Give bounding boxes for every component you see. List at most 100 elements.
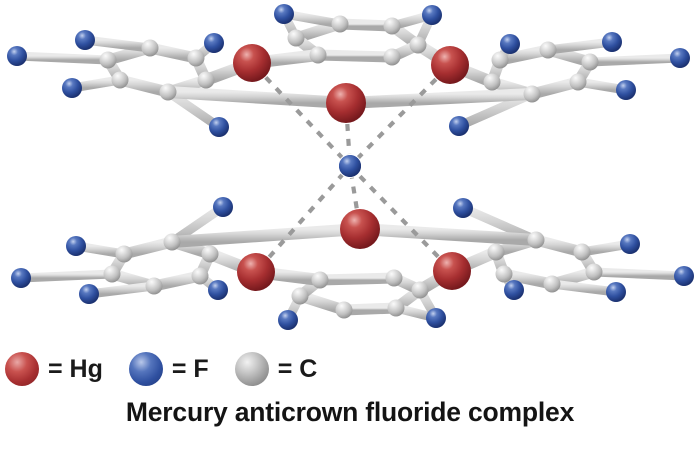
atom-c xyxy=(523,85,541,103)
atom-c xyxy=(569,73,587,91)
atom-c xyxy=(581,53,599,71)
dashed-contact-layer xyxy=(264,76,440,259)
atom-c xyxy=(495,265,513,283)
bond xyxy=(543,37,617,55)
atom-c xyxy=(191,267,209,285)
atom-c xyxy=(309,46,327,64)
atom-f xyxy=(674,266,694,286)
atom-c xyxy=(291,287,309,305)
atom-f xyxy=(422,5,442,25)
atom-f xyxy=(75,30,95,50)
atom-c xyxy=(115,245,133,263)
legend-label-f: = F xyxy=(171,354,209,383)
atom-hg xyxy=(233,44,271,82)
dashed-contact xyxy=(345,123,352,155)
atom-c xyxy=(387,299,405,317)
atom-c xyxy=(287,29,305,47)
atom-c xyxy=(491,51,509,69)
atom-c xyxy=(487,243,505,261)
atom-f xyxy=(62,78,82,98)
atom-c xyxy=(335,301,353,319)
bond xyxy=(16,269,117,283)
atom-c xyxy=(159,83,177,101)
atom-central-fluoride xyxy=(339,155,361,177)
bond xyxy=(84,281,159,299)
bond xyxy=(314,272,400,286)
atom-c xyxy=(331,15,349,33)
atom-c xyxy=(383,48,401,66)
atom-f xyxy=(426,308,446,328)
molecule-diagram xyxy=(7,4,694,330)
atom-c xyxy=(311,271,329,289)
atom-c xyxy=(543,275,561,293)
atom-c xyxy=(383,17,401,35)
bond xyxy=(166,223,366,248)
atom-f xyxy=(11,268,31,288)
atom-hg xyxy=(237,253,275,291)
bond xyxy=(80,35,155,53)
atom-f xyxy=(278,310,298,330)
atom-hg xyxy=(433,252,471,290)
atom-c xyxy=(163,233,181,251)
atom-c xyxy=(197,71,215,89)
sphere-red-icon xyxy=(5,352,39,386)
sphere-blue-icon xyxy=(128,352,163,386)
bond xyxy=(162,86,352,109)
atom-c xyxy=(411,281,429,299)
atom-hg xyxy=(340,209,380,249)
figure-caption: Mercury anticrown fluoride complex xyxy=(125,397,575,427)
atom-hg xyxy=(326,83,366,123)
atom-f xyxy=(209,117,229,137)
atom-hg xyxy=(431,46,469,84)
atom-c xyxy=(385,269,403,287)
dashed-contact xyxy=(267,173,344,259)
atom-f xyxy=(274,4,294,24)
bond xyxy=(338,302,402,316)
atom-f xyxy=(208,280,228,300)
legend-label-hg: = Hg xyxy=(48,354,103,383)
dashed-contact xyxy=(349,177,359,209)
atom-f xyxy=(213,197,233,217)
atom-c xyxy=(585,263,603,281)
atom-c xyxy=(201,245,219,263)
bond xyxy=(340,88,538,109)
sphere-gray-icon xyxy=(234,352,269,386)
atom-f xyxy=(204,33,224,53)
atom-c xyxy=(573,243,591,261)
dashed-contact xyxy=(356,77,438,159)
bond xyxy=(334,18,398,32)
atom-c xyxy=(187,49,205,67)
atom-f xyxy=(453,198,473,218)
bond xyxy=(312,49,398,63)
atom-c xyxy=(539,41,557,59)
atom-c xyxy=(409,36,427,54)
legend-item-f: = F xyxy=(128,352,209,386)
bond xyxy=(589,267,689,281)
atom-f xyxy=(66,236,86,256)
bond xyxy=(585,53,685,67)
atom-layer xyxy=(7,4,694,330)
atom-f xyxy=(620,234,640,254)
dashed-contact xyxy=(264,76,344,159)
atom-c xyxy=(145,277,163,295)
atom-c xyxy=(103,265,121,283)
dashed-contact xyxy=(356,173,440,259)
atom-c xyxy=(527,231,545,249)
bond xyxy=(12,51,113,65)
atom-c xyxy=(141,39,159,57)
atom-c xyxy=(99,51,117,69)
atom-f xyxy=(504,280,524,300)
atom-f xyxy=(616,80,636,100)
element-legend: = Hg = F = C xyxy=(0,348,700,390)
atom-f xyxy=(670,48,690,68)
atom-f xyxy=(606,282,626,302)
legend-label-c: = C xyxy=(277,354,318,383)
bond xyxy=(354,223,542,246)
atom-f xyxy=(7,46,27,66)
atom-c xyxy=(483,73,501,91)
atom-f xyxy=(602,32,622,52)
legend-item-c: = C xyxy=(234,352,318,386)
bond xyxy=(547,279,621,297)
atom-f xyxy=(79,284,99,304)
